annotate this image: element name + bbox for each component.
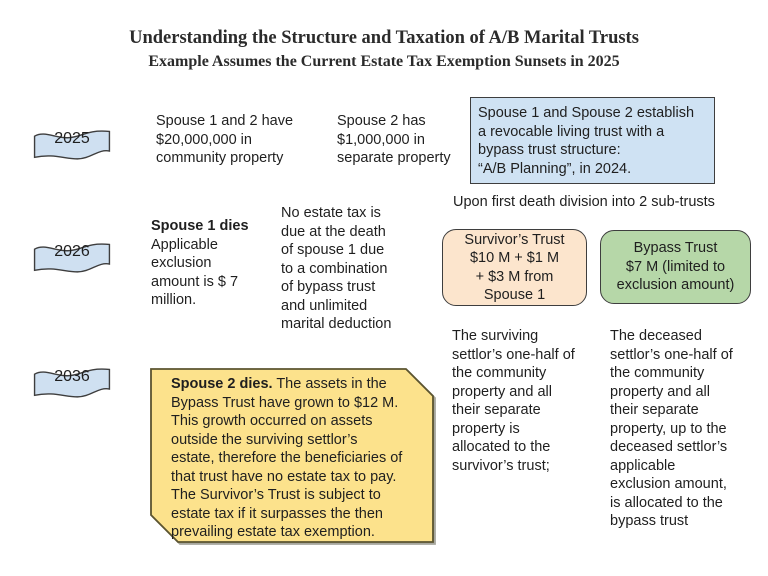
year-label-2025: 2025 bbox=[54, 130, 90, 147]
timeline-flag-2036: 2036 bbox=[33, 364, 111, 400]
community-property-note: Spouse 1 and 2 have $20,000,000 in commu… bbox=[156, 113, 294, 166]
bypass-trust-box: Bypass Trust $7 M (limited to exclusion … bbox=[600, 230, 751, 304]
spouse1-dies-rest: Applicable exclusion amount is $ 7 milli… bbox=[151, 236, 239, 308]
bypass-allocation-note: The deceased settlor’s one-half of the c… bbox=[610, 328, 733, 529]
flag-ribbon-icon bbox=[33, 364, 111, 400]
beveled-note-shape bbox=[150, 368, 434, 543]
year-label-2036: 2036 bbox=[54, 368, 90, 385]
spouse1-dies-note: Spouse 1 dies Applicable exclusion amoun… bbox=[151, 217, 271, 310]
spouse2-dies-rest: The assets in the Bypass Trust have grow… bbox=[171, 376, 403, 540]
spouse2-dies-bold: Spouse 2 dies. bbox=[171, 376, 273, 392]
spouse1-dies-bold: Spouse 1 dies bbox=[151, 218, 249, 234]
survivors-trust-box: Survivor’s Trust $10 M + $1 M + $3 M fro… bbox=[442, 229, 587, 306]
page-subtitle: Example Assumes the Current Estate Tax E… bbox=[148, 53, 620, 70]
spouse2-dies-text: Spouse 2 dies. The assets in the Bypass … bbox=[171, 375, 423, 542]
page-title: Understanding the Structure and Taxation… bbox=[129, 28, 639, 48]
flag-ribbon-icon bbox=[33, 126, 111, 162]
year-label-2026: 2026 bbox=[54, 243, 90, 260]
no-estate-tax-note: No estate tax is due at the death of spo… bbox=[281, 205, 392, 332]
timeline-flag-2025: 2025 bbox=[33, 126, 111, 162]
spouse2-dies-callout: Spouse 2 dies. The assets in the Bypass … bbox=[150, 368, 434, 543]
separate-property-note: Spouse 2 has $1,000,000 in separate prop… bbox=[337, 113, 451, 166]
revocable-trust-box: Spouse 1 and Spouse 2 establish a revoca… bbox=[470, 97, 715, 184]
survivor-allocation-note: The surviving settlor’s one-half of the … bbox=[452, 328, 575, 474]
flag-ribbon-icon bbox=[33, 239, 111, 275]
timeline-flag-2026: 2026 bbox=[33, 239, 111, 275]
division-note: Upon first death division into 2 sub-tru… bbox=[453, 194, 715, 210]
